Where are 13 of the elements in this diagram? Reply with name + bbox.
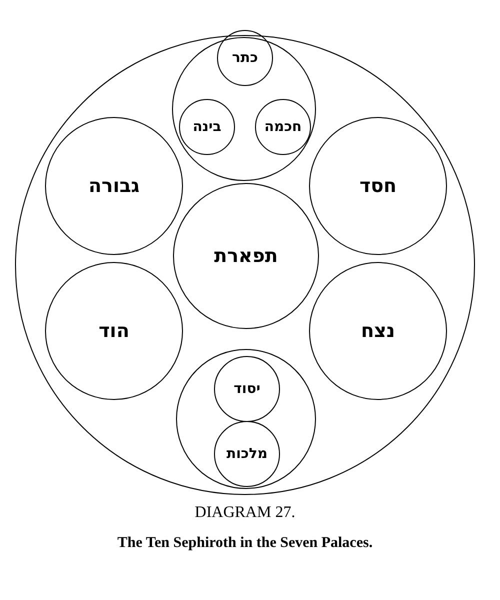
sephira-circle: גבורה [45, 117, 183, 255]
sephira-circle: תפארת [173, 183, 319, 329]
sephira-circle: כתר [217, 30, 273, 86]
palace-circle [176, 349, 316, 489]
caption: The Ten Sephiroth in the Seven Palaces. [116, 534, 374, 553]
diagram-title: DIAGRAM 27. [194, 504, 296, 522]
sephira-circle: מלכות [214, 421, 280, 487]
sephira-circle: יסוד [214, 356, 280, 422]
sephira-circle: חסד [309, 117, 447, 255]
sephira-circle: נצח [309, 262, 447, 400]
sephira-circle: בינה [179, 99, 235, 155]
sephira-circle: חכמה [255, 99, 311, 155]
sephira-circle: הוד [45, 262, 183, 400]
